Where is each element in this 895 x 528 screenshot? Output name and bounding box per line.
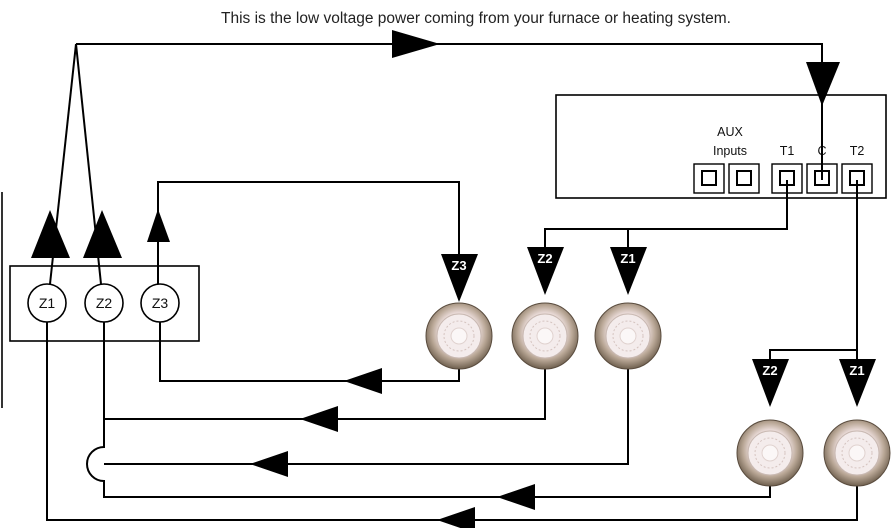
tag-z1-top [610, 247, 647, 295]
z2-return-wire-bottom [86, 419, 771, 498]
tag-z1-bottom-label: Z1 [849, 363, 864, 378]
thermostat-icon [425, 302, 493, 370]
arrow-up-icon [31, 210, 70, 258]
supply-wire-top [76, 43, 823, 180]
arrow-left-icon [250, 451, 288, 477]
zone-label-z1: Z1 [39, 295, 56, 311]
inputs-label: Inputs [713, 144, 747, 158]
zone-label-z2: Z2 [96, 295, 113, 311]
zone-tags: Z3 Z2 Z1 Z2 Z1 [441, 247, 876, 407]
thermostat-icon [823, 419, 891, 487]
tag-z2-top [527, 247, 564, 295]
zone-label-z3: Z3 [152, 295, 169, 311]
arrow-up-icon [83, 210, 122, 258]
tag-z2-bottom-label: Z2 [762, 363, 777, 378]
terminal-block [693, 163, 873, 194]
tag-z1-top-label: Z1 [620, 251, 635, 266]
tag-z3-top [441, 254, 478, 302]
arrow-down-icon [806, 62, 840, 106]
tag-z2-top-label: Z2 [537, 251, 552, 266]
z3-feed-wire [157, 181, 460, 284]
t2-feed-wire-z2 [769, 180, 858, 385]
aux-terminal-2 [728, 163, 760, 194]
thermostats [425, 302, 891, 487]
tag-z2-bottom [752, 359, 789, 407]
arrow-left-icon [437, 507, 475, 528]
terminal-label-t1: T1 [780, 144, 795, 158]
terminal-label-t2: T2 [850, 144, 865, 158]
arrow-left-icon [300, 406, 338, 432]
thermostat-icon [594, 302, 662, 370]
tag-z3-top-label: Z3 [451, 258, 466, 273]
arrow-left-icon [497, 484, 535, 510]
flow-arrows [31, 30, 840, 528]
z3-return-wire [159, 322, 460, 382]
caption-text: This is the low voltage power coming fro… [221, 10, 731, 27]
tag-z1-bottom [839, 359, 876, 407]
arrow-left-icon [344, 368, 382, 394]
aux-terminal-1 [693, 163, 725, 194]
aux-label: AUX [717, 125, 743, 139]
thermostat-icon [511, 302, 579, 370]
arrow-up-icon [147, 209, 170, 242]
thermostat-icon [736, 419, 804, 487]
arrow-right-icon [392, 30, 440, 58]
